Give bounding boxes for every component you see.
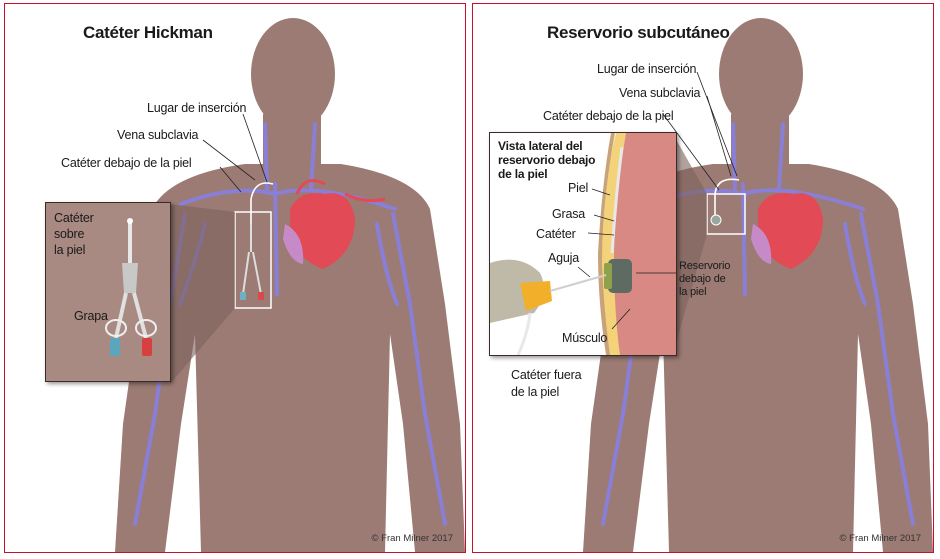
label-reservoir-2: debajo de xyxy=(679,273,726,285)
label-needle: Aguja xyxy=(548,251,579,266)
label-skin: Piel xyxy=(568,181,588,196)
label-fat: Grasa xyxy=(552,207,585,222)
label-insertion-site: Lugar de inserción xyxy=(147,101,246,116)
inset-title-1: Vista lateral del xyxy=(498,139,582,154)
label-clamp: Grapa xyxy=(74,309,108,324)
inset-title-2: reservorio debajo xyxy=(498,153,595,168)
label-catheter-under-skin: Catéter debajo de la piel xyxy=(61,156,192,171)
mini-port xyxy=(711,215,721,225)
label-catheter-over-skin-1: Catéter xyxy=(54,211,94,226)
label-catheter-outside-1: Catéter fuera xyxy=(511,368,581,383)
copyright-right: © Fran Milner 2017 xyxy=(840,533,921,544)
label-reservoir-1: Reservorio xyxy=(679,260,730,272)
port-side-view-inset: Vista lateral del reservorio debajo de l… xyxy=(489,132,677,356)
hickman-panel: Catéter Hickman Lugar de inserción Vena … xyxy=(4,3,466,553)
port-panel: Reservorio subcutáneo Lugar de inserción… xyxy=(472,3,934,553)
label-catheter-over-skin-2: sobre xyxy=(54,227,84,242)
label-subclavian-vein: Vena subclavia xyxy=(619,86,700,101)
label-insertion-site: Lugar de inserción xyxy=(597,62,696,77)
label-reservoir-3: la piel xyxy=(679,286,706,298)
label-catheter-under-skin: Catéter debajo de la piel xyxy=(543,109,674,124)
label-subclavian-vein: Vena subclavia xyxy=(117,128,198,143)
label-catheter: Catéter xyxy=(536,227,576,242)
inset-title-3: de la piel xyxy=(498,167,547,182)
copyright-left: © Fran Milner 2017 xyxy=(372,533,453,544)
label-catheter-outside-2: de la piel xyxy=(511,385,559,400)
hickman-inset: Catéter sobre la piel Grapa xyxy=(45,202,171,382)
label-catheter-over-skin-3: la piel xyxy=(54,243,85,258)
label-muscle: Músculo xyxy=(562,331,607,346)
hickman-title: Catéter Hickman xyxy=(83,23,213,43)
port-title: Reservorio subcutáneo xyxy=(547,23,730,43)
